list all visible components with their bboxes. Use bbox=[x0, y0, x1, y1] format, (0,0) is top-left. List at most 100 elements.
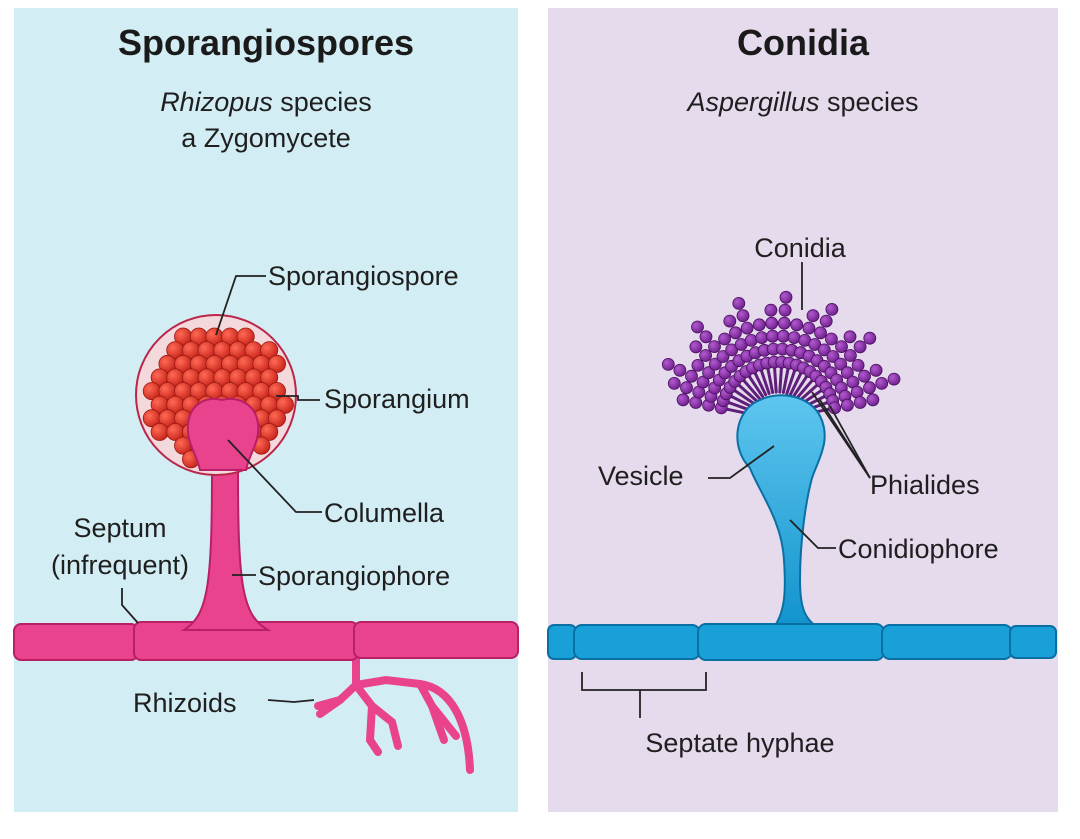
conidium bbox=[779, 290, 793, 304]
sporangiospores-title: Sporangiospores bbox=[117, 22, 415, 63]
conidium bbox=[853, 340, 867, 354]
columella bbox=[186, 398, 260, 471]
conidium bbox=[702, 366, 715, 380]
sporangiospore bbox=[267, 409, 286, 428]
phialide bbox=[747, 375, 765, 399]
conidium bbox=[673, 363, 687, 377]
sporangiospore bbox=[267, 354, 286, 373]
conidium bbox=[732, 296, 746, 310]
coenocytic-hypha bbox=[13, 621, 519, 661]
conidium bbox=[826, 350, 840, 363]
conidium bbox=[825, 302, 839, 316]
conidium bbox=[841, 398, 854, 412]
conidium bbox=[765, 316, 779, 330]
phialide bbox=[737, 383, 759, 403]
conidium bbox=[866, 393, 880, 407]
conidium bbox=[685, 369, 698, 383]
conidia-chains bbox=[661, 290, 901, 416]
conidium bbox=[858, 369, 871, 383]
label-septum-line1: Septum bbox=[73, 513, 166, 543]
phialide bbox=[781, 367, 790, 394]
label-rhizoids: Rhizoids bbox=[133, 688, 237, 718]
species-word-left: species bbox=[272, 87, 372, 117]
conidium bbox=[851, 358, 865, 372]
rhizopus-subtitle-line1: Rhizopus species bbox=[14, 84, 518, 120]
conidium bbox=[814, 326, 827, 340]
conidium bbox=[825, 332, 838, 346]
conidium bbox=[744, 333, 758, 347]
conidium bbox=[778, 303, 792, 317]
phialide bbox=[753, 371, 768, 397]
label-sporangiospore: Sporangiospore bbox=[268, 261, 459, 291]
sporangiospore bbox=[260, 422, 279, 441]
genus-aspergillus: Aspergillus bbox=[687, 87, 820, 117]
conidium bbox=[696, 375, 710, 389]
conidium bbox=[875, 376, 889, 390]
phialide bbox=[759, 369, 771, 395]
conidium bbox=[790, 318, 804, 332]
aspergillus-subtitle: Aspergillus species bbox=[548, 84, 1058, 120]
conidium bbox=[777, 329, 790, 343]
conidium bbox=[716, 350, 730, 363]
sporangiospore bbox=[260, 368, 279, 387]
septate-hyphae bbox=[547, 623, 1057, 661]
phialide bbox=[733, 389, 757, 406]
rhizopus-structure: Sporangiospore Sporangium Columella Sept… bbox=[13, 261, 519, 774]
phialide bbox=[778, 366, 783, 394]
conidium bbox=[806, 309, 820, 323]
conidium bbox=[817, 343, 831, 357]
label-conidia: Conidia bbox=[754, 233, 847, 263]
conidium bbox=[676, 393, 690, 407]
conidium bbox=[834, 357, 848, 371]
conidium bbox=[725, 343, 739, 357]
label-septum-line2: (infrequent) bbox=[51, 550, 189, 580]
sporangiospore bbox=[260, 341, 279, 360]
phialide bbox=[794, 379, 814, 401]
conidium bbox=[699, 349, 712, 362]
conidium bbox=[691, 358, 705, 372]
rhizopus-subtitle: Rhizopus species a Zygomycete bbox=[14, 84, 518, 156]
conidium bbox=[736, 309, 750, 323]
aspergillus-structure: Conidia Vesicle Phialides Conidiophore S… bbox=[547, 233, 1057, 758]
phialide bbox=[785, 369, 797, 395]
conidium bbox=[764, 303, 778, 317]
conidium bbox=[853, 396, 867, 409]
label-sporangiophore: Sporangiophore bbox=[258, 561, 450, 591]
aspergillus-subtitle-line1: Aspergillus species bbox=[548, 84, 1058, 120]
conidium bbox=[752, 318, 766, 332]
conidium bbox=[808, 338, 822, 351]
conidium bbox=[887, 372, 901, 386]
conidium bbox=[835, 340, 848, 354]
rhizopus-leader-lines bbox=[121, 275, 322, 703]
conidium bbox=[729, 326, 742, 340]
conidium bbox=[843, 330, 857, 344]
conidium bbox=[802, 321, 816, 335]
phialide bbox=[788, 371, 803, 397]
conidium bbox=[691, 320, 704, 334]
phialide bbox=[766, 367, 775, 394]
conidium bbox=[667, 376, 681, 390]
conidium bbox=[787, 331, 801, 345]
conidium bbox=[819, 314, 833, 328]
conidium bbox=[766, 329, 779, 343]
label-vesicle: Vesicle bbox=[598, 461, 684, 491]
aspergillus-leader-lines bbox=[581, 262, 871, 718]
label-sporangium: Sporangium bbox=[324, 384, 470, 414]
conidia-title: Conidia bbox=[737, 22, 869, 63]
conidium bbox=[844, 349, 857, 362]
conidium bbox=[863, 381, 876, 395]
conidium bbox=[755, 331, 769, 345]
conidium bbox=[680, 381, 693, 395]
conidium bbox=[723, 314, 737, 328]
conidium bbox=[718, 332, 731, 346]
zygomycete-subtitle: a Zygomycete bbox=[181, 123, 351, 153]
sporangiospore bbox=[150, 422, 169, 441]
sporangiospore bbox=[236, 327, 255, 346]
conidium bbox=[777, 316, 791, 330]
label-conidiophore: Conidiophore bbox=[838, 534, 999, 564]
phialide bbox=[791, 375, 809, 399]
label-septate-hyphae: Septate hyphae bbox=[645, 728, 834, 758]
conidium bbox=[661, 357, 675, 371]
conidium bbox=[708, 340, 721, 354]
